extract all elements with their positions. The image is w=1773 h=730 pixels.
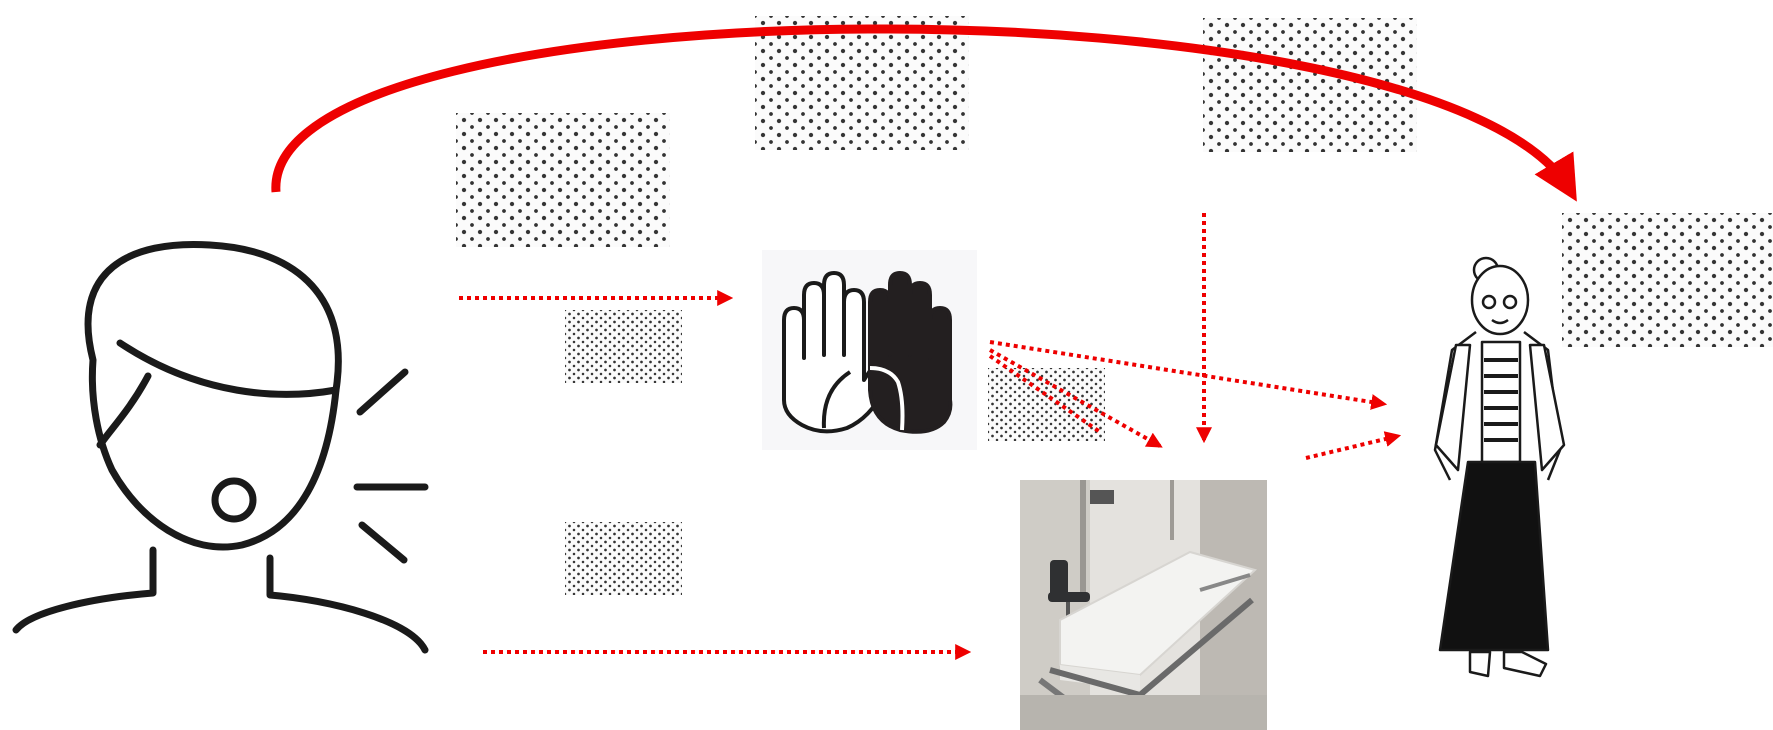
arrow-stretcher-to-elderly (1306, 436, 1398, 458)
coughing-person-icon (16, 244, 425, 650)
curved-arrow-top (276, 29, 1570, 192)
elderly-woman-icon (1435, 258, 1564, 676)
arrow-hands-to-elderly (990, 342, 1384, 404)
dotted-arrows (459, 213, 1398, 652)
arrow-hands-to-stretcher-2 (990, 356, 1100, 432)
